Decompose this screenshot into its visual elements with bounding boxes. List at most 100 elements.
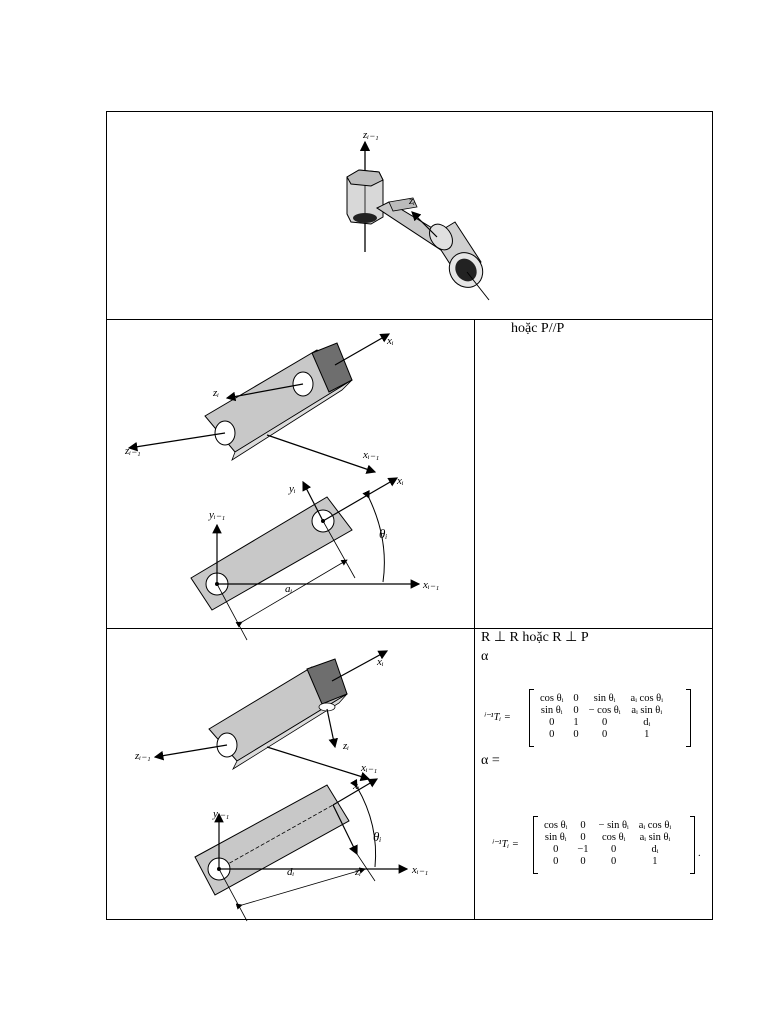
z-prev-label: zᵢ₋₁ [124, 445, 141, 457]
theta-label: θᵢ [379, 526, 387, 541]
matrix-2-lhs: ⁱ⁻¹Tᵢ = [491, 839, 519, 850]
matrix-cell: 0 [553, 856, 559, 867]
z-prev-label: zᵢ₋₁ [134, 750, 151, 762]
matrix-cell: sin θᵢ [544, 832, 567, 843]
x-prev-bottom-label: xᵢ₋₁ [411, 864, 428, 876]
x-i-bottom-label: xᵢ [396, 475, 404, 487]
alpha-symbol: α [481, 649, 489, 664]
x-prev-top-axis [266, 434, 377, 474]
matrix-cell: 1 [644, 729, 650, 740]
matrix-1-lhs: ⁱ⁻¹Tᵢ = [483, 712, 511, 723]
matrix-cell: cos θᵢ [544, 820, 568, 831]
matrix-row: 0 0 0 1 [539, 856, 676, 868]
matrix-cell: 1 [573, 717, 579, 728]
matrix-cell: 0 [580, 856, 586, 867]
y-i-label: yᵢ [288, 483, 296, 495]
matrix-cell: aᵢ cos θᵢ [630, 693, 663, 704]
theta-label: θᵢ [373, 829, 381, 844]
z-i-top-label: zᵢ [342, 740, 349, 752]
lower-link-2d [194, 784, 350, 896]
matrix-row: cos θᵢ 0 sin θᵢ aᵢ cos θᵢ [535, 693, 668, 705]
matrix-cell: 0 [549, 717, 555, 728]
revolute-joint-cell: zᵢ₋₁ zᵢ [106, 111, 713, 320]
z-prev-label: zᵢ₋₁ [362, 129, 379, 141]
z-i-bottom-label: zᵢ [354, 866, 361, 878]
x-i-bottom-axis [332, 778, 379, 806]
matrix-cell: 0 [549, 729, 555, 740]
parallel-joint-figure: xᵢ zᵢ zᵢ₋₁ xᵢ₋₁ yᵢ xᵢ yᵢ₋₁ θᵢ aᵢ xᵢ₋₁ [124, 333, 439, 641]
x-i-top-axis [334, 333, 391, 366]
hex-joint-body [346, 169, 384, 225]
z-i-axis [225, 383, 304, 402]
cylinder-joint-body [429, 221, 484, 288]
matrix-cell: aᵢ sin θᵢ [631, 705, 663, 716]
joint-type-text: R ⊥ R hoặc R ⊥ P [481, 630, 589, 645]
y-prev-label: yᵢ₋₁ [208, 509, 225, 521]
z-i-label: zᵢ [408, 195, 415, 207]
x-prev-top-axis [266, 746, 371, 782]
x-prev-top-label: xᵢ₋₁ [360, 762, 377, 774]
matrix-cell: dᵢ [643, 717, 651, 728]
x-i-top-label: xᵢ [386, 335, 394, 347]
matrix-cell: −1 [577, 844, 589, 855]
upper-link-3d [208, 658, 348, 771]
x-i-top-label: xᵢ [376, 656, 384, 668]
x-i-bottom-label: xᵢ [352, 780, 360, 792]
z-prev-axis [153, 744, 228, 761]
z-i-bottom-axis [332, 804, 358, 856]
matrix-cell: 0 [573, 693, 579, 704]
d-i-dimension [218, 853, 376, 922]
z-i-top-axis [326, 708, 338, 749]
x-prev-top-label: xᵢ₋₁ [362, 449, 379, 461]
matrix-row: sin θᵢ 0 cos θᵢ aᵢ sin θᵢ [539, 832, 676, 844]
alpha-equation: α = [481, 753, 500, 768]
upper-link-3d [204, 342, 353, 461]
matrix-cell: 0 [573, 729, 579, 740]
theta-arc [350, 778, 377, 868]
matrix-cell: dᵢ [651, 844, 659, 855]
joint-configuration-table: zᵢ₋₁ zᵢ [106, 111, 713, 922]
matrix-cell: 0 [553, 844, 559, 855]
a-i-dimension [216, 520, 356, 641]
x-prev-bottom-label: xᵢ₋₁ [422, 579, 439, 591]
matrix-cell: 0 [611, 844, 617, 855]
y-i-axis [302, 480, 324, 522]
x-i-bottom-axis [322, 477, 399, 522]
perpendicular-joint-figure: xᵢ zᵢ₋₁ zᵢ xᵢ₋₁ yᵢ₋₁ xᵢ θᵢ dᵢ zᵢ xᵢ₋₁ [134, 650, 428, 922]
y-prev-label: yᵢ₋₁ [212, 808, 229, 820]
matrix-cell: 0 [580, 820, 586, 831]
theta-arc [362, 489, 385, 583]
matrix-cell: 0 [611, 856, 617, 867]
matrix-cell: cos θᵢ [601, 832, 626, 843]
matrix-cell: 1 [652, 856, 658, 867]
matrix-row: 0 −1 0 dᵢ [539, 844, 676, 856]
parallel-joint-text-cell: hoặc P//P [474, 319, 713, 629]
matrix-cell: aᵢ sin θᵢ [639, 832, 671, 843]
d-i-label: dᵢ [287, 866, 295, 878]
matrix-cell: 0 [580, 832, 586, 843]
matrix-cell: − cos θᵢ [588, 705, 621, 716]
matrix-cell: − sin θᵢ [598, 820, 629, 831]
z-prev-axis [127, 432, 226, 452]
matrix-cell: cos θᵢ [540, 693, 564, 704]
joint-type-text: hoặc P//P [511, 321, 565, 336]
parallel-joint-figure-cell: xᵢ zᵢ zᵢ₋₁ xᵢ₋₁ yᵢ xᵢ yᵢ₋₁ θᵢ aᵢ xᵢ₋₁ [106, 319, 475, 641]
matrix-cell: aᵢ cos θᵢ [638, 820, 672, 831]
matrix-2-trailing: . [698, 848, 701, 859]
matrix-row: 0 0 0 1 [535, 729, 668, 741]
matrix-cell: 0 [573, 705, 579, 716]
z-i-axis [411, 211, 438, 238]
matrix-cell: 0 [601, 729, 608, 740]
perpendicular-joint-figure-cell: xᵢ zᵢ₋₁ zᵢ xᵢ₋₁ yᵢ₋₁ xᵢ θᵢ dᵢ zᵢ xᵢ₋₁ [106, 628, 475, 922]
a-i-label: aᵢ [285, 583, 293, 595]
matrix-row: cos θᵢ 0 − sin θᵢ aᵢ cos θᵢ [539, 820, 676, 832]
matrix-cell: sin θᵢ [593, 693, 616, 704]
